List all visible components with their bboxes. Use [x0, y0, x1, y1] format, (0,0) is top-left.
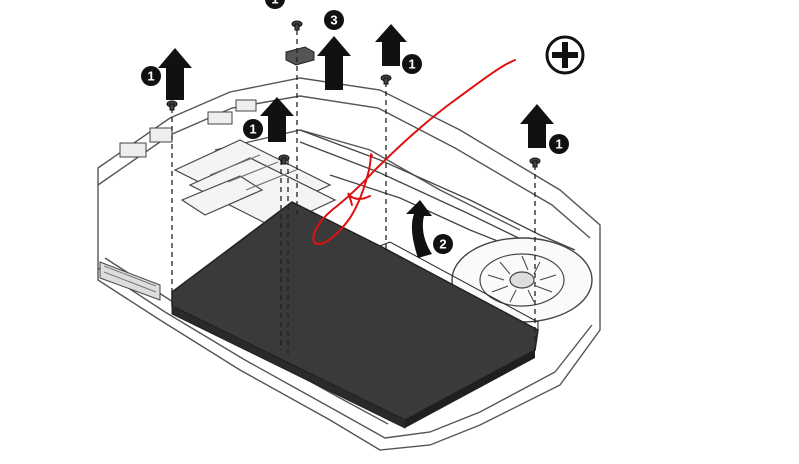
svg-text:3: 3 [330, 13, 337, 28]
battery-pack [171, 201, 539, 429]
screw-icon [529, 157, 541, 168]
screw-icon [278, 154, 290, 165]
screw-guide-lines [171, 30, 536, 355]
red-annotation-mark [312, 59, 516, 245]
callout-battery-lift: 2 [433, 234, 453, 254]
callout-bracket: 3 [324, 10, 344, 30]
screw-icon [291, 20, 303, 31]
svg-text:1: 1 [147, 69, 154, 84]
connector-bracket [285, 46, 315, 66]
up-arrow-icon [260, 97, 294, 142]
up-arrow-icon [158, 48, 192, 100]
svg-text:2: 2 [439, 237, 446, 252]
svg-text:1: 1 [249, 122, 256, 137]
curved-up-arrow-icon [406, 200, 432, 258]
up-arrow-icon [520, 104, 554, 148]
callout-screw-left: 1 [141, 66, 161, 86]
phillips-screwdriver-icon [545, 35, 585, 75]
callout-screw-top-partial: 1 [265, 0, 285, 9]
screws [166, 20, 541, 168]
callout-screw-mid: 1 [243, 119, 263, 139]
up-arrow-icon [317, 36, 351, 90]
lift-arrows [158, 24, 554, 258]
cooling-fan [451, 237, 593, 323]
screw-icon [166, 100, 178, 111]
up-arrow-icon [375, 24, 407, 66]
svg-text:1: 1 [555, 137, 562, 152]
svg-text:1: 1 [271, 0, 278, 7]
screw-icon [380, 74, 392, 85]
callout-screw-right: 1 [549, 134, 569, 154]
svg-text:1: 1 [408, 57, 415, 72]
left-side-ports [99, 99, 257, 301]
callout-screw-top-center: 1 [402, 54, 422, 74]
